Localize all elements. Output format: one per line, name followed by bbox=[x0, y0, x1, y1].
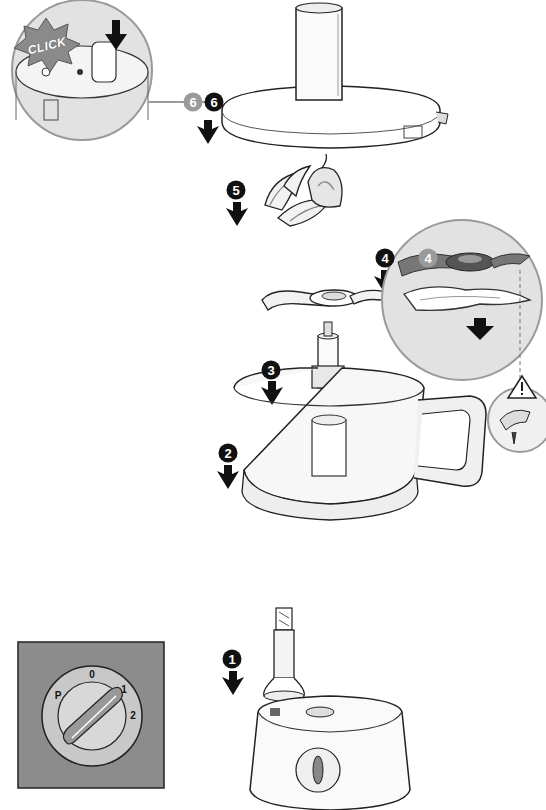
dial-inset bbox=[18, 642, 164, 788]
dial-marking: 0 bbox=[89, 670, 95, 680]
click-inset bbox=[12, 0, 184, 140]
lid bbox=[222, 3, 448, 148]
callout-number: 6 bbox=[205, 93, 224, 112]
callout-number: 5 bbox=[227, 181, 246, 200]
onion-pieces bbox=[265, 154, 342, 226]
callout-number: 3 bbox=[262, 361, 281, 380]
callout-number: 2 bbox=[219, 444, 238, 463]
callout-number: 4 bbox=[376, 249, 395, 268]
dial-marking: 1 bbox=[121, 685, 127, 695]
callout-number: 1 bbox=[223, 650, 242, 669]
drive-shaft bbox=[264, 608, 305, 701]
dial-marking: P bbox=[55, 691, 62, 701]
bowl bbox=[234, 368, 486, 520]
dial-marking: 2 bbox=[130, 711, 136, 721]
motor-base bbox=[250, 696, 410, 810]
callout-number: 6 bbox=[184, 93, 203, 112]
callout-number: 4 bbox=[419, 249, 438, 268]
